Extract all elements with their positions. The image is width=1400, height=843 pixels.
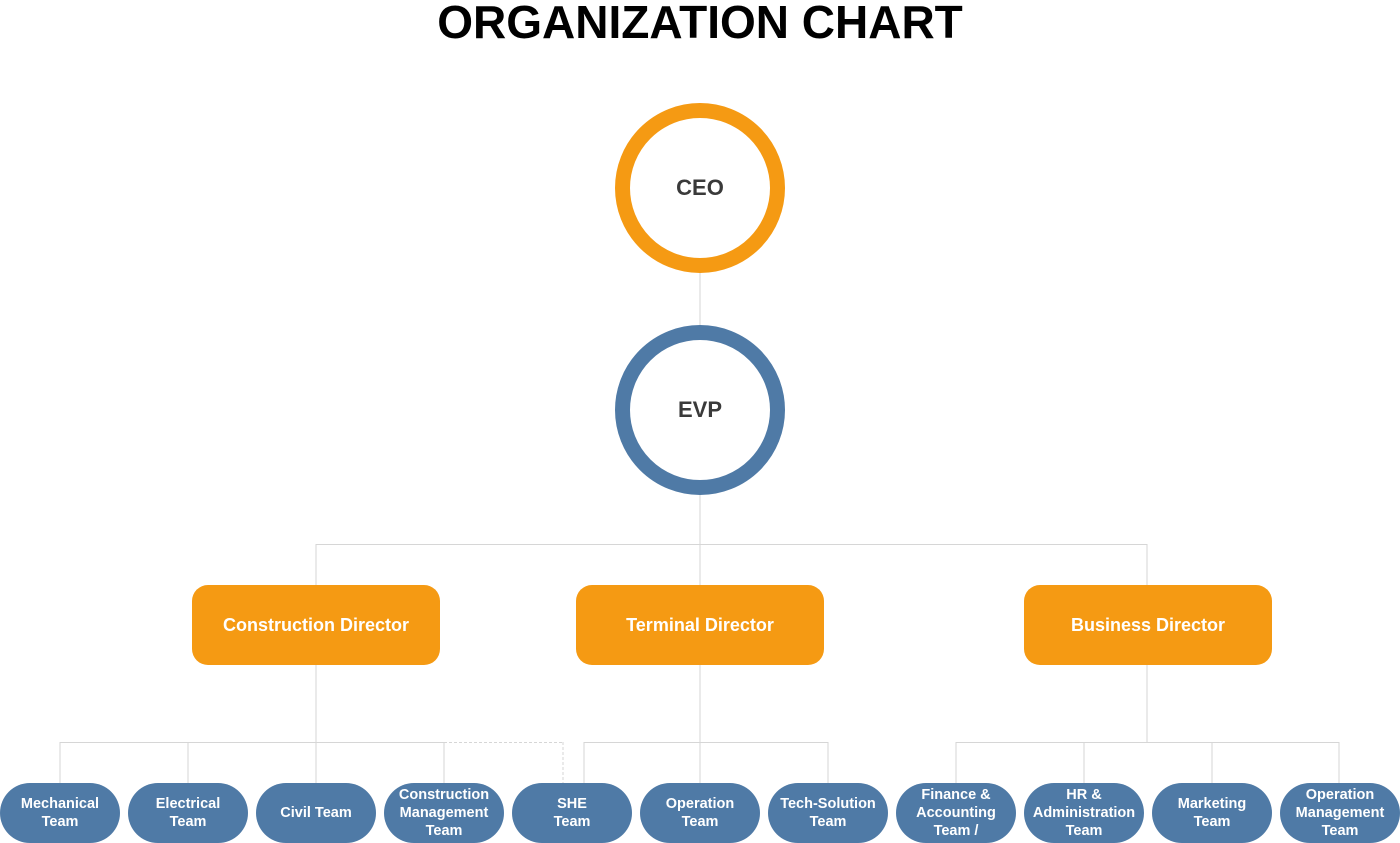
team-label: Tech-Solution Team bbox=[780, 796, 876, 830]
team-label: Operation Management Team bbox=[1295, 787, 1385, 839]
business-director-node: Business Director bbox=[1024, 585, 1272, 665]
team-node-finance-accounting: Finance & Accounting Team / bbox=[896, 783, 1016, 843]
evp-label: EVP bbox=[677, 397, 723, 422]
team-node-marketing: Marketing Team bbox=[1152, 783, 1272, 843]
team-node-construction-management: Construction Management Team bbox=[384, 783, 504, 843]
team-node-mechanical: Mechanical Team bbox=[0, 783, 120, 843]
page-title: ORGANIZATION CHART bbox=[437, 0, 963, 48]
team-node-hr-administration: HR & Administration Team bbox=[1024, 783, 1144, 843]
team-label: Finance & Accounting Team / bbox=[916, 787, 996, 839]
team-node-tech-solution: Tech-Solution Team bbox=[768, 783, 888, 843]
team-label: Marketing Team bbox=[1177, 796, 1247, 830]
team-label: Operation Team bbox=[665, 796, 735, 830]
director-label: Construction Director bbox=[222, 614, 409, 635]
team-label: HR & Administration Team bbox=[1032, 787, 1136, 839]
team-label: Electrical Team bbox=[155, 796, 221, 830]
director-label: Business Director bbox=[1070, 614, 1226, 635]
construction-director-node: Construction Director bbox=[192, 585, 440, 665]
team-node-she: SHE Team bbox=[512, 783, 632, 843]
team-label: Construction Management Team bbox=[398, 787, 490, 839]
team-node-operation-management: Operation Management Team bbox=[1280, 783, 1400, 843]
evp-node: EVP bbox=[615, 325, 785, 495]
terminal-director-node: Terminal Director bbox=[576, 585, 824, 665]
ceo-label: CEO bbox=[676, 175, 724, 200]
team-label: SHE Team bbox=[553, 796, 591, 830]
team-node-civil: Civil Team bbox=[256, 783, 376, 843]
director-label: Terminal Director bbox=[626, 614, 774, 635]
team-node-electrical: Electrical Team bbox=[128, 783, 248, 843]
team-label: Civil Team bbox=[280, 805, 352, 821]
ceo-node: CEO bbox=[615, 103, 785, 273]
team-node-operation: Operation Team bbox=[640, 783, 760, 843]
team-label: Mechanical Team bbox=[20, 796, 100, 830]
